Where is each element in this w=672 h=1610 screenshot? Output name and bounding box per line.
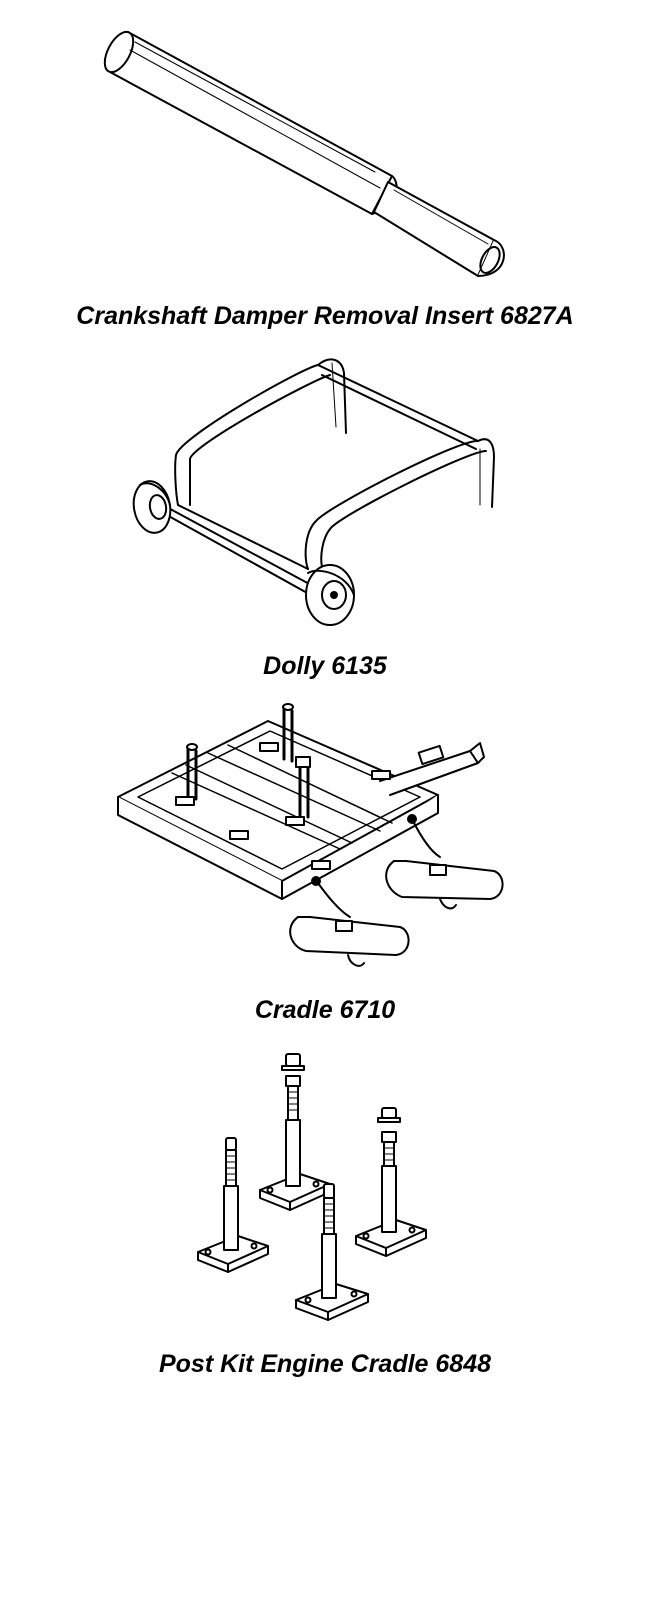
post-kit-illustration [0,1030,672,1350]
figure-caption: Post Kit Engine Cradle 6848 [158,1350,492,1378]
figure-dolly: Dolly 6135 [0,345,672,685]
cradle-illustration [0,685,672,995]
dolly-illustration [0,345,672,645]
figure-post-kit: Post Kit Engine Cradle 6848 [0,1030,672,1390]
figure-damper-insert: Crankshaft Damper Removal Insert 6827A [0,0,672,345]
figure-cradle: Cradle 6710 [0,685,672,1030]
figure-caption: Cradle 6710 [254,996,396,1024]
figure-caption: Dolly 6135 [263,652,387,680]
figure-caption: Crankshaft Damper Removal Insert 6827A [76,302,574,330]
damper-insert-illustration [0,0,672,300]
